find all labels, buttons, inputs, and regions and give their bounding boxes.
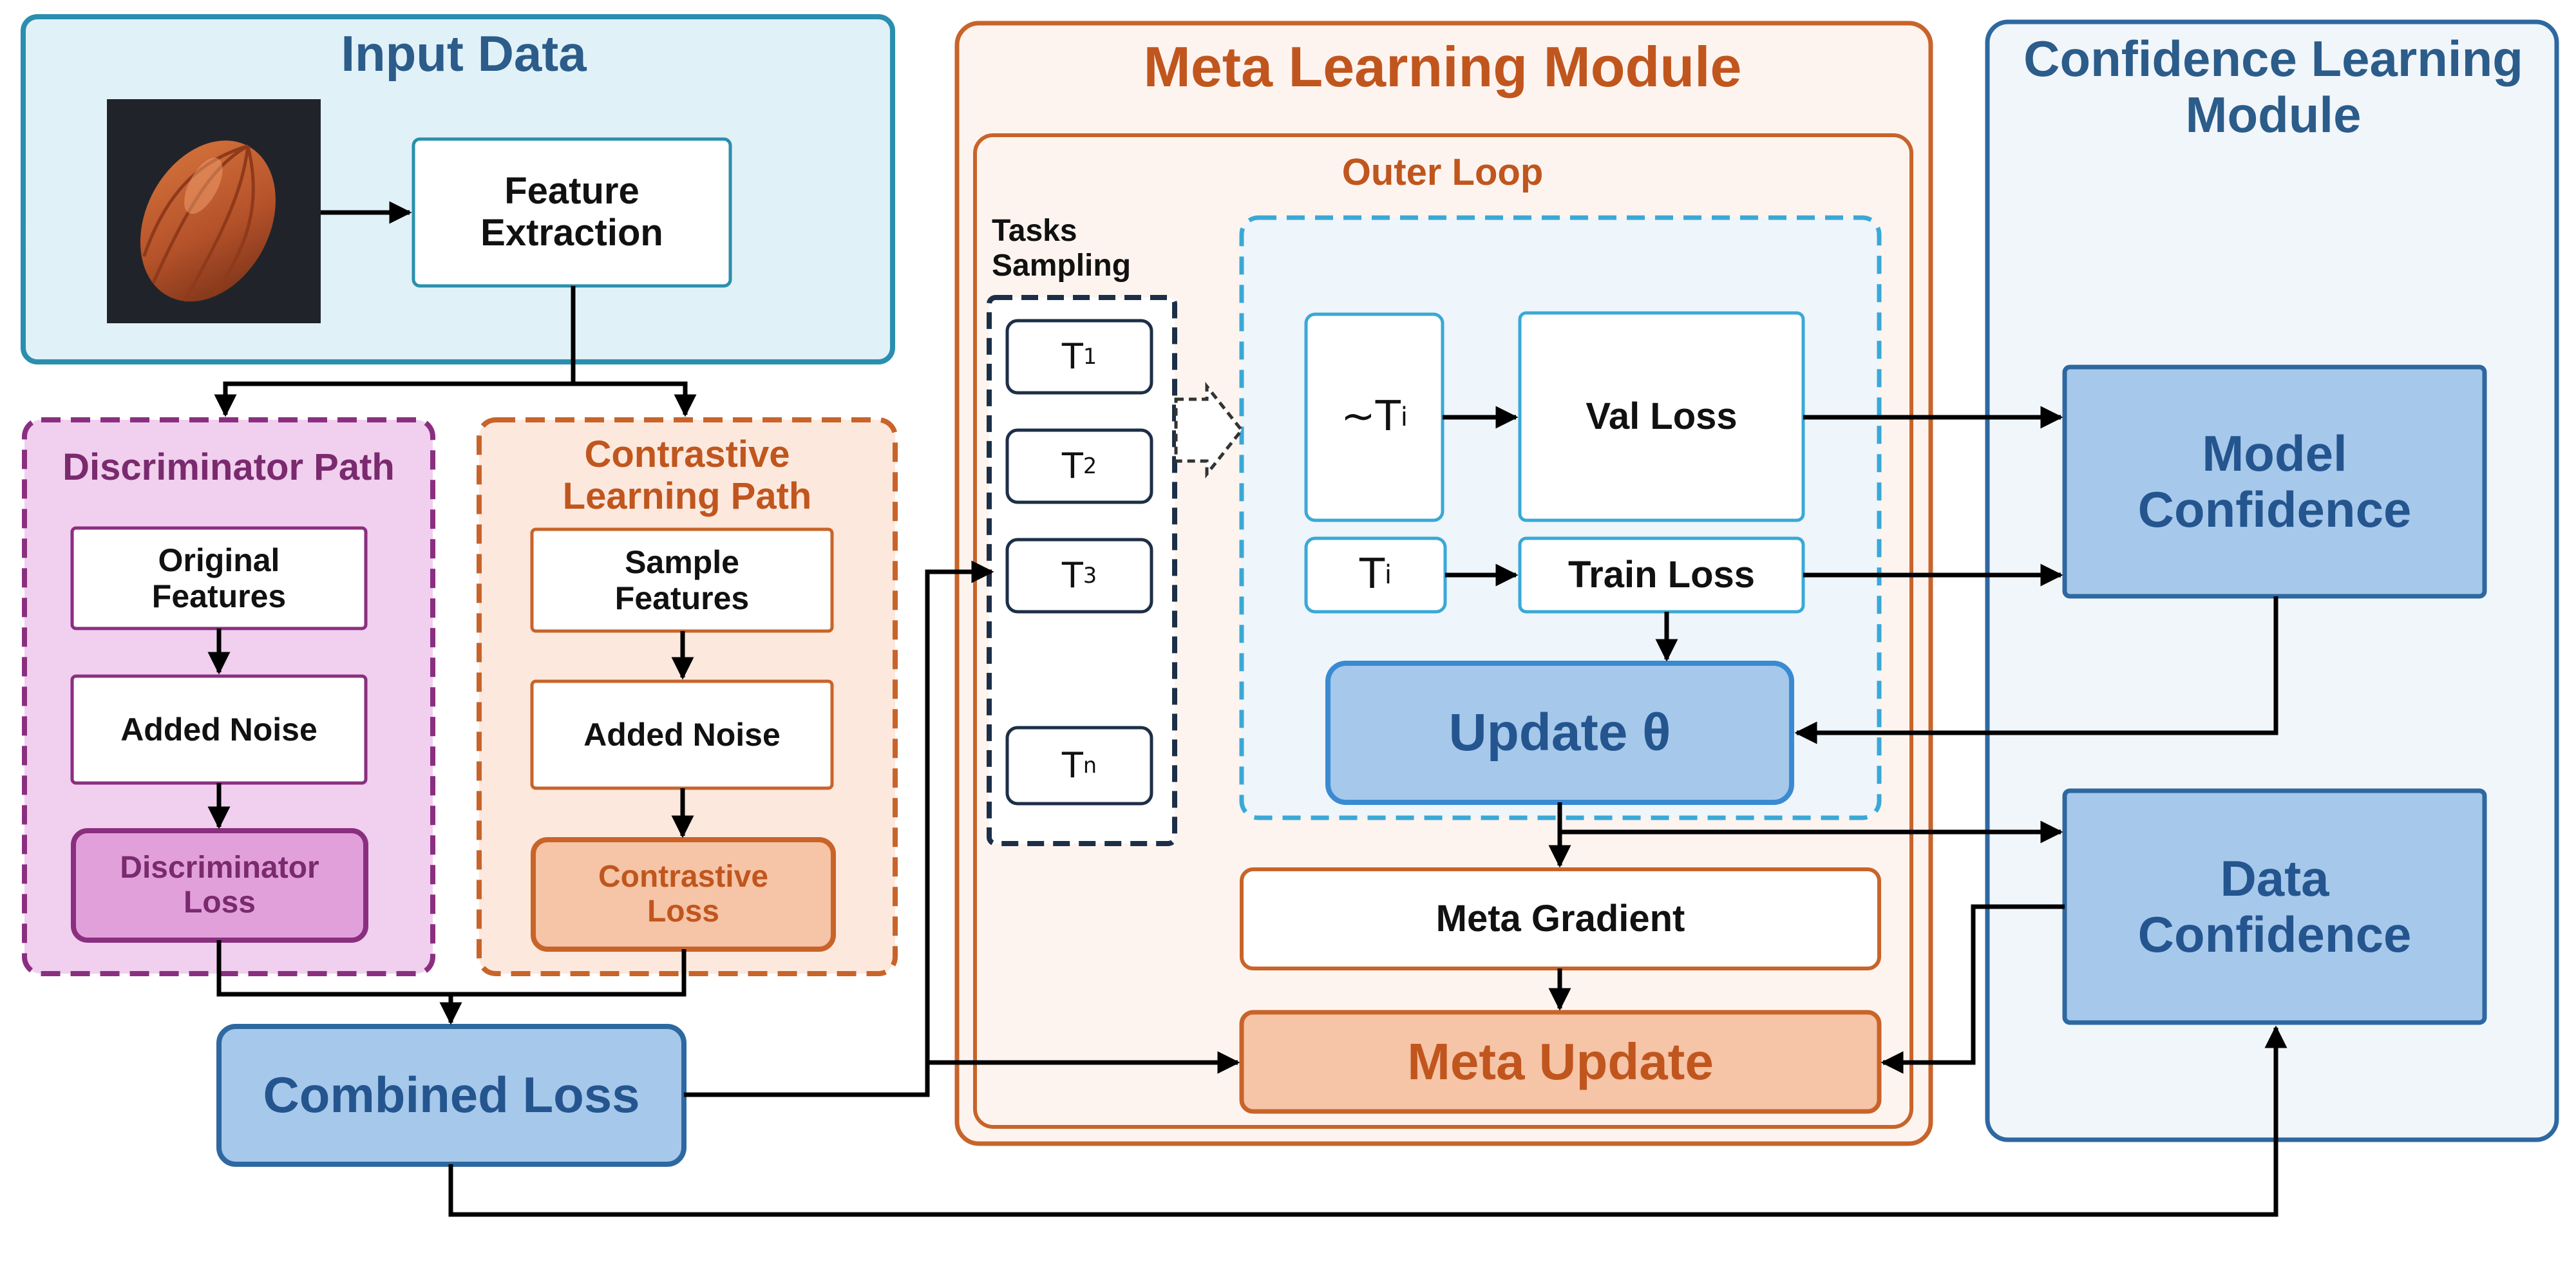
arrow-model-conf-to-update: [1794, 596, 2278, 744]
outer-loop-label: Outer Loop: [1341, 151, 1544, 193]
data-confidence-label: Data Confidence: [2137, 849, 2412, 963]
arrow-feature-split: [214, 286, 576, 417]
task-n-box: [1005, 726, 1153, 806]
train-loss-label: Train Loss: [1567, 553, 1756, 596]
meta-update-label: Meta Update: [1407, 1033, 1714, 1091]
sampling-dashed-arrow: [1174, 381, 1244, 479]
update-theta-label: Update θ: [1448, 703, 1671, 762]
connectors: [207, 201, 2287, 1217]
task-2-box: [1005, 428, 1153, 504]
sample-features-label: Sample Features: [614, 544, 750, 616]
feature-extraction-label: Feature Extraction: [480, 170, 663, 254]
original-features-label: Original Features: [151, 542, 287, 614]
meta-learning-title: Meta Learning Module: [1143, 34, 1742, 99]
discriminator-loss-label: Discriminator Loss: [120, 851, 319, 920]
arrow-feature-to-contrastive: [573, 381, 697, 417]
arrow-combined-to-data-conf: [448, 1025, 2287, 1217]
arrow-contrloss-to-combined: [451, 949, 687, 997]
arrow-data-conf-to-meta-update: [1880, 904, 2065, 1074]
task-3-box: [1005, 538, 1153, 614]
disc-added-noise-label: Added Noise: [120, 712, 317, 748]
input-data-title: Input Data: [341, 25, 587, 82]
val-loss-label: Val Loss: [1586, 395, 1738, 437]
contrastive-loss-label: Contrastive Loss: [598, 860, 769, 929]
contrastive-path-title: Contrastive Learning Path: [562, 433, 812, 517]
task-1-box: [1005, 319, 1153, 395]
combined-loss-label: Combined Loss: [263, 1066, 640, 1124]
contr-added-noise-label: Added Noise: [583, 717, 781, 753]
confidence-learning-title: Confidence Learning Module: [2023, 30, 2523, 143]
hazelnut-photo: [107, 99, 321, 323]
meta-update-box: [1239, 1010, 1882, 1114]
discriminator-path-title: Discriminator Path: [62, 446, 395, 488]
model-confidence-label: Model Confidence: [2137, 424, 2412, 538]
arrow-combined-to-task3: [684, 560, 994, 1097]
arrow-discloss-to-combined: [216, 940, 462, 1025]
meta-gradient-label: Meta Gradient: [1435, 897, 1685, 940]
tasks-sampling-label: Tasks Sampling: [992, 214, 1132, 283]
